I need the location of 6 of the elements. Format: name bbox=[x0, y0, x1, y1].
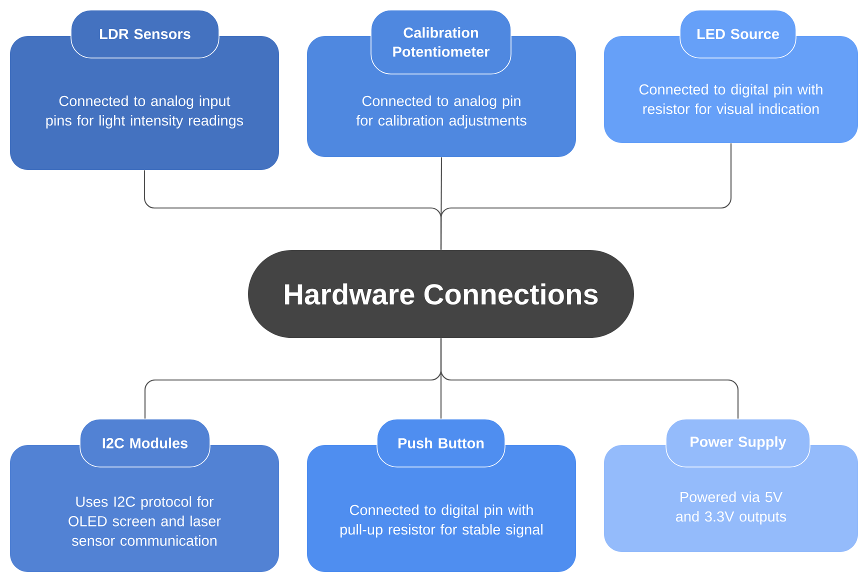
node-label: Powered via 5V and 3.3V outputs bbox=[676, 492, 786, 525]
topic-pill: Hardware Connections bbox=[248, 250, 634, 338]
title-pill: Calibration Potentiometer bbox=[370, 10, 512, 74]
node-label: Connected to analog input pins for light intensity readings bbox=[46, 95, 244, 129]
connector-line bbox=[440, 338, 739, 419]
connector-line bbox=[440, 143, 732, 250]
